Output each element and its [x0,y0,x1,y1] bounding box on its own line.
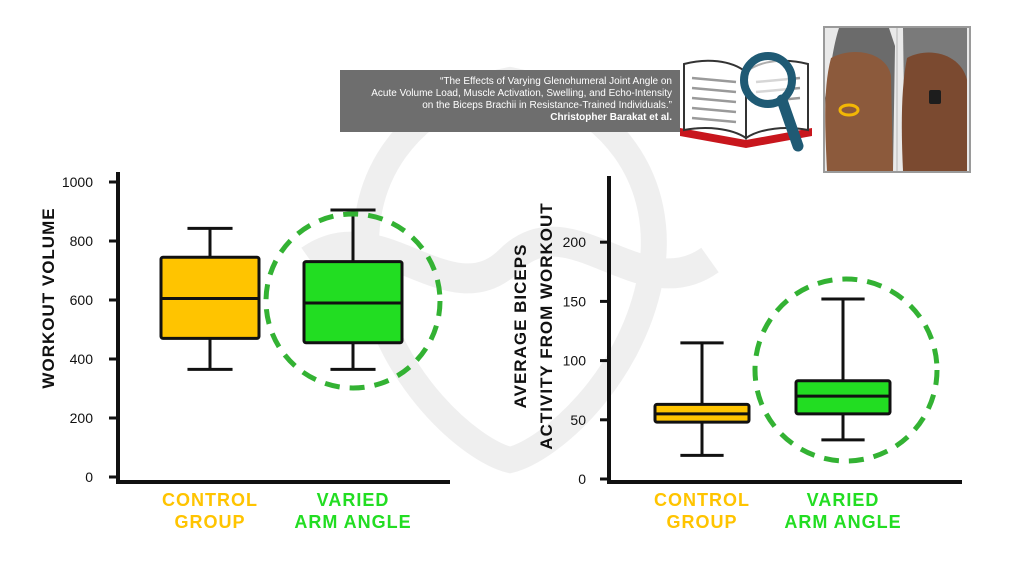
y-tick-label: 0 [85,469,93,485]
arm-sensor-photo [823,26,971,173]
magnifying-glass-icon [740,52,804,152]
y-axis-title-line1: AVERAGE BICEPS [511,244,530,409]
category-label-varied-line2: ARM ANGLE [294,512,411,532]
y-tick-label: 800 [70,233,94,249]
category-label-control-line1: CONTROL [162,490,258,510]
y-axis-title: WORKOUT VOLUME [39,207,58,388]
sensor-marker-ring [838,103,860,117]
y-tick-label: 200 [70,410,94,426]
citation-line-3: on the Biceps Brachii in Resistance-Trai… [422,100,672,111]
citation-line-2: Acute Volume Load, Muscle Activation, Sw… [371,88,672,99]
boxplot-control-group [159,226,261,371]
y-tick-label: 100 [563,353,587,369]
category-label-varied-line1: VARIED [317,490,390,510]
boxplot-varied-arm-angle [302,208,404,371]
emg-sensor [929,90,941,104]
highlight-circle-varied [752,276,940,464]
y-tick-label: 50 [570,412,586,428]
y-tick-label: 600 [70,292,94,308]
open-book-icon [680,52,812,152]
citation-line-1: “The Effects of Varying Glenohumeral Joi… [440,76,672,87]
highlight-circle-varied [263,211,443,391]
boxplot-varied-arm-angle [794,297,892,442]
category-label-varied-line1: VARIED [807,490,880,510]
category-label-control-line2: GROUP [666,512,737,532]
y-tick-label: 200 [563,234,587,250]
boxplot-control-group [653,341,751,457]
y-tick-label: 0 [578,471,586,487]
y-axis-title-line2: ACTIVITY FROM WORKOUT [537,202,556,449]
citation-box: “The Effects of Varying Glenohumeral Joi… [340,70,680,132]
background-watermark [301,66,719,474]
y-tick-label: 1000 [62,174,93,190]
category-label-varied-line2: ARM ANGLE [784,512,901,532]
y-tick-label: 150 [563,293,587,309]
citation-author: Christopher Barakat et al. [550,112,672,123]
y-tick-label: 400 [70,351,94,367]
category-label-control-line1: CONTROL [654,490,750,510]
category-label-control-line2: GROUP [174,512,245,532]
